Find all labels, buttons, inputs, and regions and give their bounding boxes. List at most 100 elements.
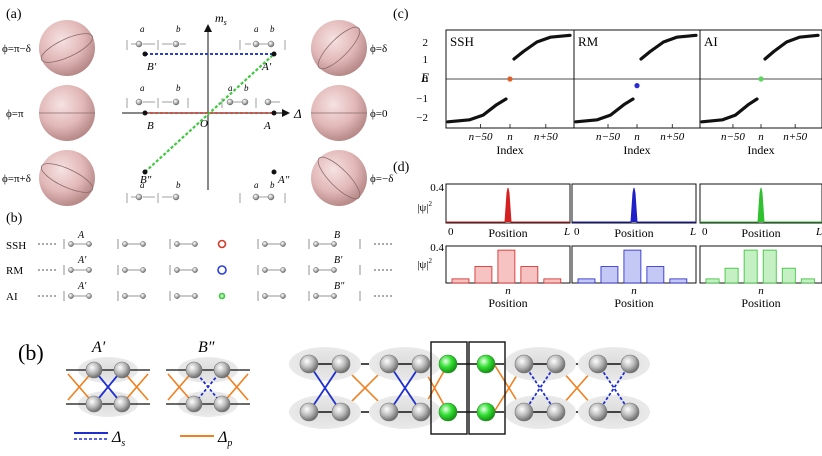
psi-ylabel: |ψ|2 [417, 200, 432, 214]
lower-band [446, 97, 508, 124]
lattice-site [588, 354, 608, 374]
legend-delta-s: Δs [111, 429, 125, 449]
probability-bar [474, 266, 493, 284]
svg-text:b: b [176, 24, 181, 34]
phi-label-5: ϕ=0 [370, 108, 388, 120]
site-b [280, 293, 286, 299]
label-a-double-prime: A″ [277, 174, 290, 186]
upper-band [512, 33, 572, 61]
svg-text:b: b [176, 180, 181, 190]
site-b [140, 267, 146, 273]
x-tick-label: n+50 [783, 131, 807, 143]
panel-b-top-label: (b) [6, 211, 23, 226]
svg-text:b: b [270, 24, 275, 34]
lattice-site [113, 361, 131, 379]
ytick-1: 1 [423, 54, 429, 66]
label-a-prime: A′ [261, 61, 272, 73]
delta-s-bond [308, 363, 342, 413]
label-a-prime-lower: A′ [91, 339, 106, 356]
site-b [140, 241, 146, 247]
site-a [313, 293, 319, 299]
lattice-site [514, 354, 534, 374]
x-axis-label-bottom: Position [614, 296, 653, 310]
green-line [144, 53, 275, 173]
point-a-prime [271, 51, 277, 57]
lattice-site [331, 402, 351, 422]
lattice-site [546, 402, 566, 422]
ytick-m2: −2 [416, 112, 428, 124]
site-b [86, 293, 92, 299]
lattice-site [620, 402, 640, 422]
sphere-phi-minus-delta [311, 150, 367, 206]
site-b [192, 293, 198, 299]
origin-label: O [200, 118, 208, 130]
edge-box-left [430, 341, 468, 435]
wavefunction-frame-top [699, 183, 822, 224]
lattice-site [546, 354, 566, 374]
lattice-site [620, 354, 640, 374]
y-tick-04: 0.4 [430, 242, 444, 254]
sphere-phi-pi-plus-delta [39, 150, 95, 206]
lattice-site [588, 402, 608, 422]
svg-text:b: b [244, 83, 249, 93]
lower-band [700, 97, 759, 124]
site-a [122, 267, 128, 273]
panel-d-label: (d) [393, 160, 410, 175]
svg-text:a: a [140, 24, 145, 34]
wavefunction-frame-bottom [699, 245, 822, 284]
sphere-phi-delta [311, 20, 367, 76]
site-a [262, 267, 268, 273]
site-a [313, 241, 319, 247]
panel-c-label: (c) [393, 7, 409, 22]
site-a [174, 267, 180, 273]
x-axis-label-top: Position [741, 226, 780, 240]
probability-bar [800, 278, 815, 284]
upper-band [763, 33, 820, 61]
label-b-double-prime: B″ [140, 174, 152, 186]
ms-axis-label: ms [215, 11, 227, 27]
row-ai-a: A′ [77, 281, 87, 292]
edge-state-point [758, 76, 764, 82]
svg-text:a: a [140, 83, 145, 93]
lattice-site [213, 395, 231, 413]
dimer-chains [38, 239, 394, 301]
edge-site-green [476, 402, 496, 422]
site-b [140, 293, 146, 299]
site-a [313, 267, 319, 273]
x-tick-0: 0 [574, 226, 580, 238]
edge-state-marker [217, 239, 227, 249]
svg-text:a: a [140, 180, 145, 190]
lattice-site [85, 361, 103, 379]
label-a: A [263, 120, 271, 132]
row-ssh-b: B [334, 230, 340, 241]
site-a [262, 293, 268, 299]
edge-state-marker [218, 292, 226, 300]
row-rm-b: B′ [334, 255, 343, 266]
site-b [192, 267, 198, 273]
edge-site-green [438, 354, 458, 374]
site-b [86, 241, 92, 247]
site-b [192, 241, 198, 247]
x-axis-label: Index [496, 143, 523, 157]
panel-a: (a) ϕ=π−δ ϕ=π ϕ=π+δ ϕ=δ [2, 7, 393, 206]
probability-bar [705, 278, 720, 284]
point-b-double-prime [142, 169, 148, 175]
edge-state-marker [217, 265, 227, 275]
edge-site-green [476, 354, 496, 374]
svg-text:a: a [228, 83, 233, 93]
edge-site-green [438, 402, 458, 422]
point-b [142, 110, 148, 116]
lattice-site [514, 402, 534, 422]
probability-bar [762, 249, 777, 284]
x-axis-label: Index [747, 143, 774, 157]
site-b [280, 241, 286, 247]
x-tick-l: L [563, 226, 570, 238]
phi-label-3: ϕ=π+δ [2, 173, 31, 185]
row-ssh-label: SSH [6, 240, 26, 252]
